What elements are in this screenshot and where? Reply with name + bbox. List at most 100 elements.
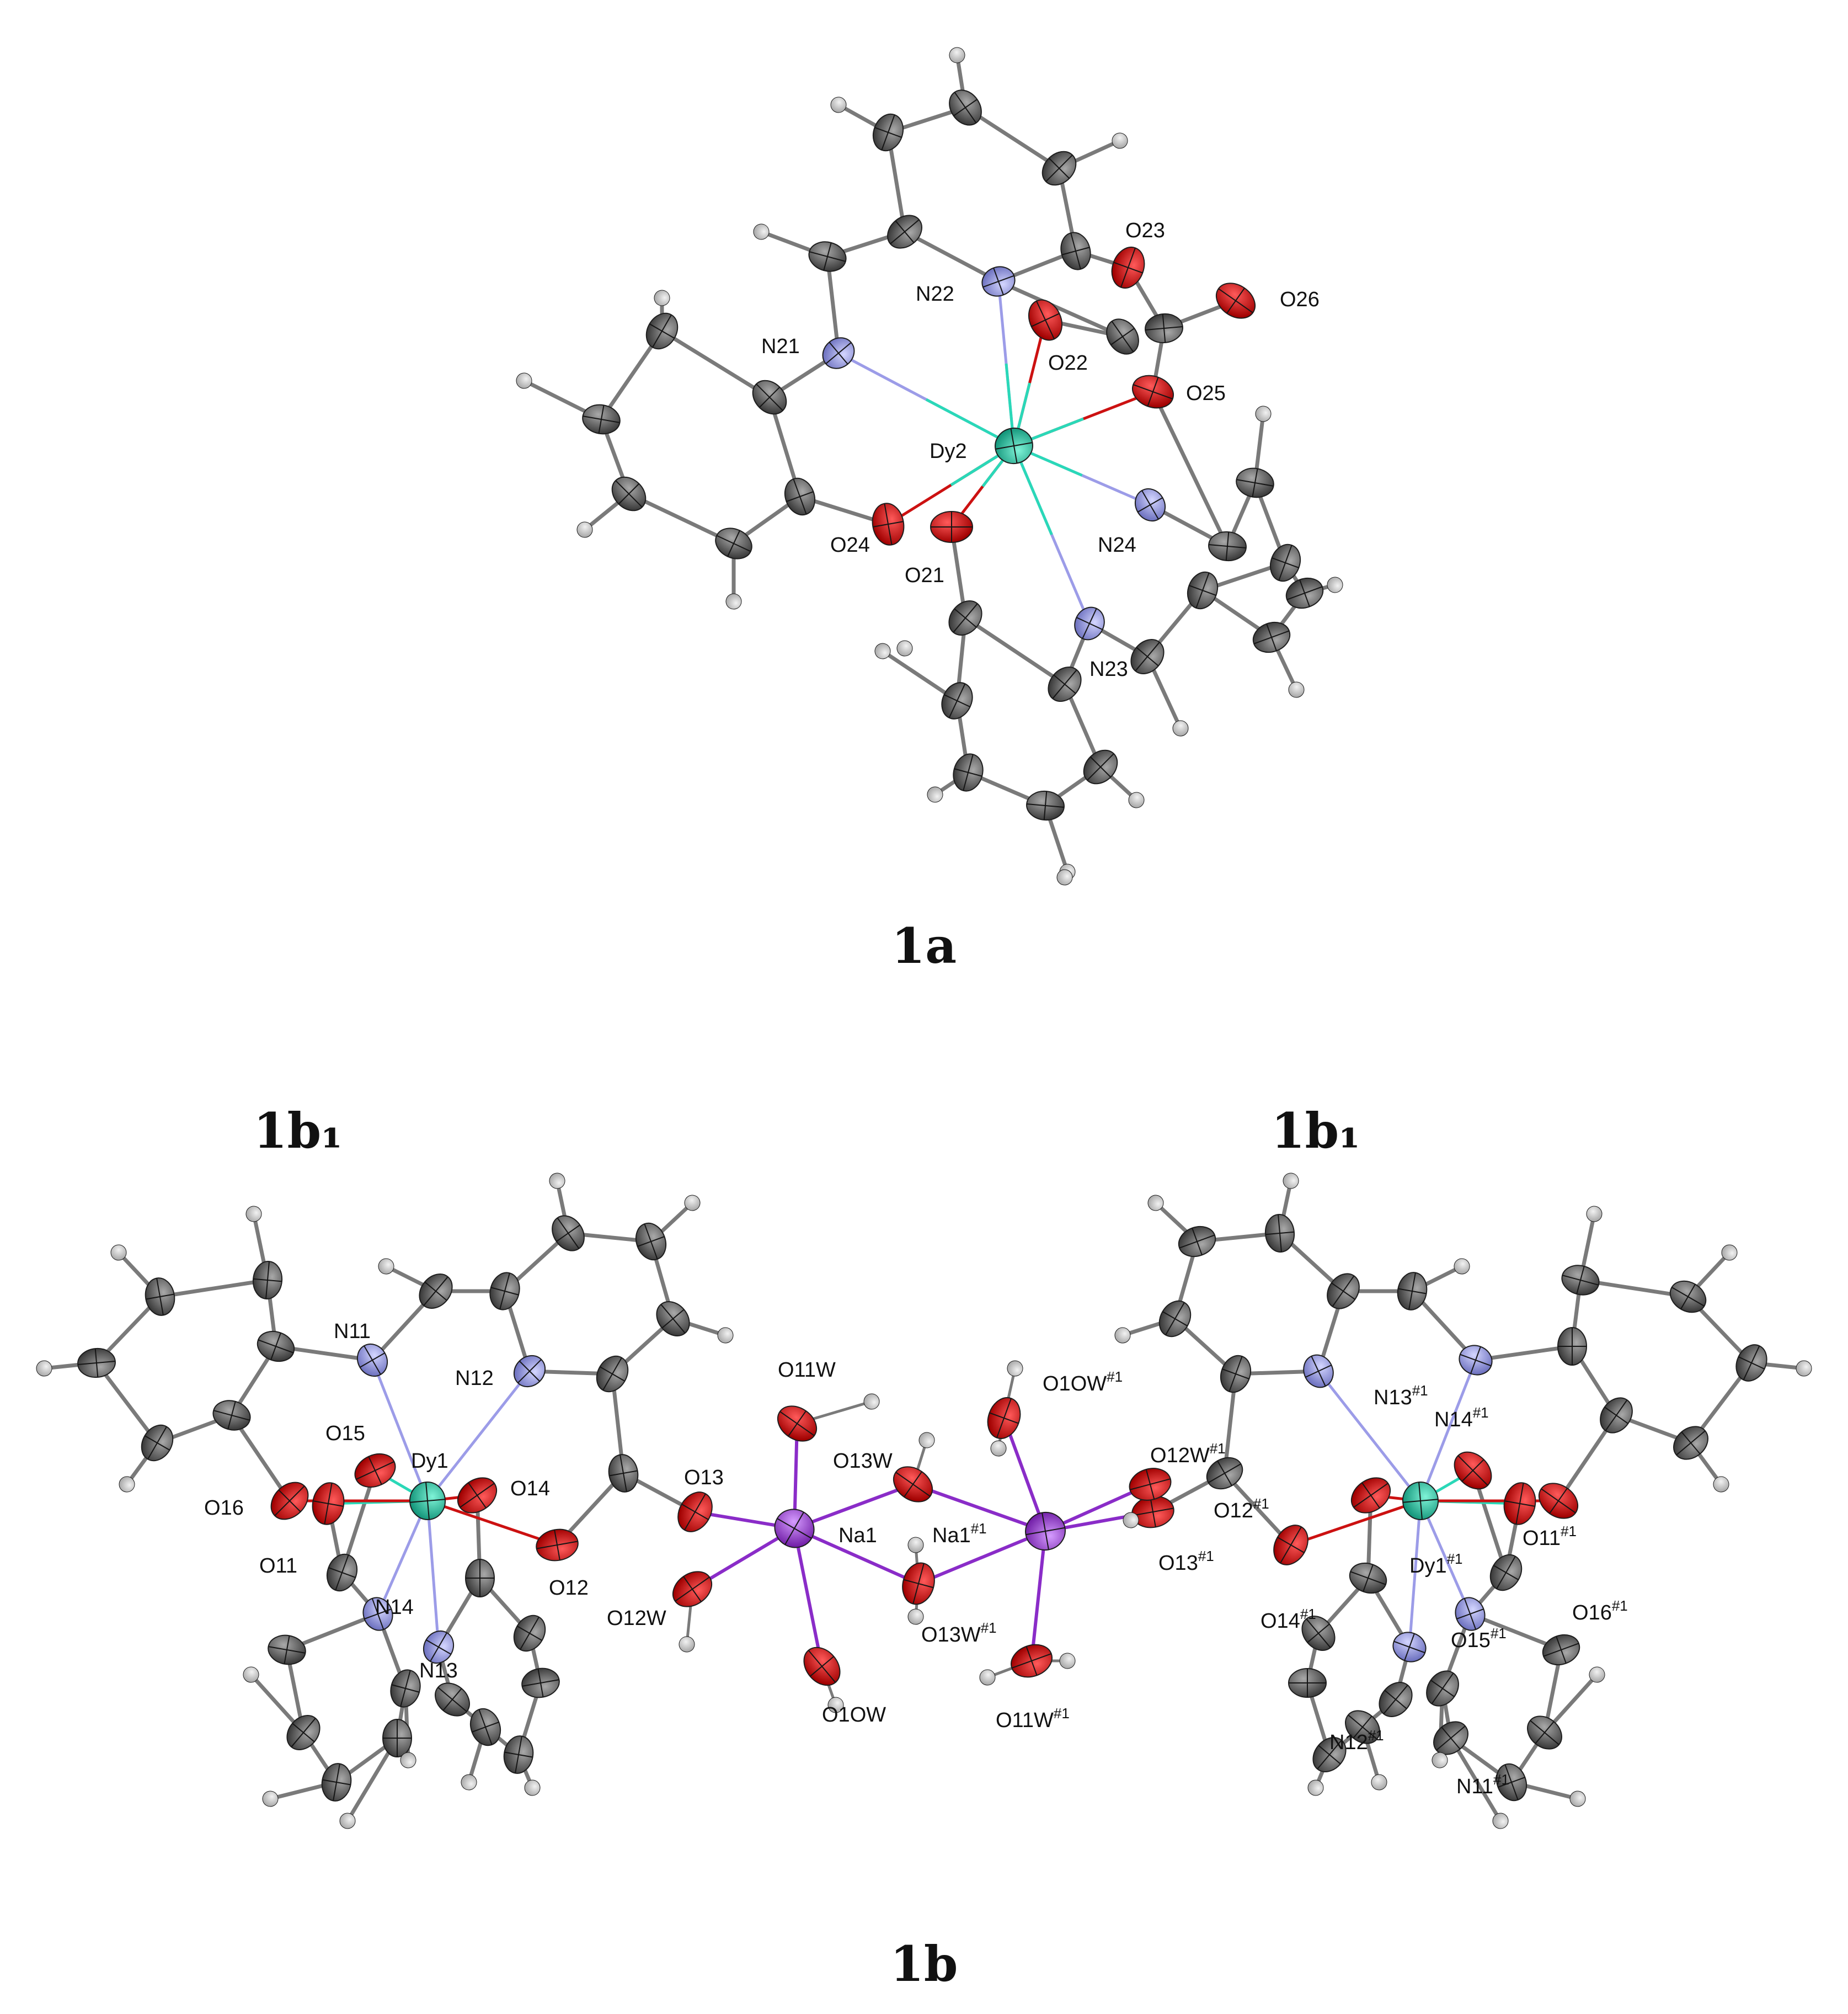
atom-h6 [516,372,532,389]
atom-b3 [582,404,621,435]
atom-p5 [469,1708,501,1746]
atom-q12_s [1371,1774,1387,1791]
label-O24: O24 [830,534,870,557]
label-O16: O16 [204,1496,244,1520]
atom-d3 [1269,544,1301,582]
atom-q4 [119,1476,135,1493]
atom-O11W [777,1405,818,1442]
atom-k3_s [1735,1344,1767,1382]
label-O23: O23 [1125,219,1165,242]
atom-q14_s [1589,1666,1605,1683]
panel-1b-labels: N11 N12 O15 Dy1 O14 O16 O11 O12 N14 N13 … [204,1320,1628,1798]
atom-q10 [339,1813,356,1829]
label-N12-sym: N12#1 [1329,1727,1384,1754]
panel-title-1b: 1b [890,1935,958,1992]
atom-N24 [1134,488,1166,522]
atom-N11 [356,1343,388,1377]
atom-a3 [949,89,982,126]
atom-k5_s [1600,1397,1633,1434]
atom-n3_s [1527,1715,1562,1750]
atom-h13 [927,786,943,803]
atom-n3 [286,1715,321,1750]
atom-a5 [1060,232,1091,270]
atom-h9 [1255,406,1272,422]
atom-d5 [1252,621,1291,653]
atom-q9_s [1569,1791,1586,1807]
atom-c5 [1083,749,1118,785]
label-O12W: O12W [607,1607,666,1630]
atom-c6 [1048,667,1082,702]
atom-q12 [461,1774,477,1791]
atom-O12_s [1273,1525,1308,1565]
atom-Dy1 [409,1482,446,1520]
atom-m5 [596,1355,629,1393]
label-N14: N14 [375,1596,414,1619]
atom-n5_s [1433,1721,1468,1755]
label-O11-sym: O11#1 [1523,1523,1577,1550]
label-N23: N23 [1089,658,1128,681]
atom-n6_s [1426,1670,1459,1707]
bond-Na1s-O13Wa [911,1483,1047,1533]
label-Dy1-sym: Dy1#1 [1409,1551,1463,1578]
atom-b2 [645,312,679,350]
atom-aCH [808,241,847,272]
atom-k6_s [1557,1327,1587,1366]
atom-p3 [521,1667,560,1698]
bond-Na1-O13Wb [793,1527,920,1585]
atom-a1 [887,215,922,249]
atom-k1 [252,1261,283,1299]
atom-h15 [1128,792,1145,808]
atom-q1 [110,1244,127,1261]
atom-k1_s [1561,1265,1600,1296]
label-O14-sym: O14#1 [1261,1606,1316,1633]
atom-O12W [672,1571,713,1607]
atom-b6 [784,477,816,516]
bond-Dy1-N14 [376,1499,429,1616]
atom-q13 [524,1779,541,1796]
bond-b4-b5 [627,492,736,546]
atom-c2 [941,682,973,720]
atom-O26 [1215,283,1256,319]
atom-q8_s [1114,1327,1131,1344]
atom-q3 [36,1360,52,1377]
atom-O14 [457,1477,498,1514]
bond-Dy1_s-N13_s [1408,1499,1422,1649]
atom-q2 [245,1206,262,1222]
atom-b1 [752,380,787,415]
label-Dy2: Dy2 [930,440,967,463]
bond-Na1-O10W [793,1527,824,1668]
label-O12W-sym: O12W#1 [1150,1440,1226,1467]
atom-m1 [489,1272,520,1310]
atom-O21 [930,511,973,543]
atom-m2 [552,1215,585,1251]
bond-Na1s-O10Ws [1002,1416,1047,1533]
atom-m4 [656,1301,690,1336]
atom-n2 [268,1634,306,1665]
atom-p3_s [1288,1668,1327,1698]
atom-m5_s [1220,1355,1252,1393]
atom-c3 [953,753,984,792]
atom-n1 [326,1553,358,1592]
atom-w7 [990,1440,1007,1457]
bond-Dy1_s-N11_s [1419,1358,1477,1502]
atom-h17 [1056,869,1073,886]
atom-q5_s [1454,1258,1470,1275]
atom-h10 [1327,577,1343,593]
atom-O13Wa [893,1466,933,1502]
atom-O16_s [1538,1483,1579,1519]
atom-k4_s [1673,1426,1708,1460]
bond-aCH-N21 [825,254,841,355]
label-N24: N24 [1098,534,1136,557]
atom-k2_s [1669,1280,1707,1313]
bond-N22-a1 [902,230,1001,284]
atom-n6 [390,1669,421,1708]
bond-k3-k4 [94,1361,159,1445]
atom-q2_s [1586,1206,1603,1222]
label-O14: O14 [510,1477,550,1500]
label-N13-sym: N13#1 [1374,1382,1428,1409]
atom-h18 [896,640,913,657]
atom-Na1s [1025,1511,1066,1551]
atom-b5 [715,528,752,560]
atom-O15 [354,1453,396,1488]
atom-p6 [435,1682,470,1717]
